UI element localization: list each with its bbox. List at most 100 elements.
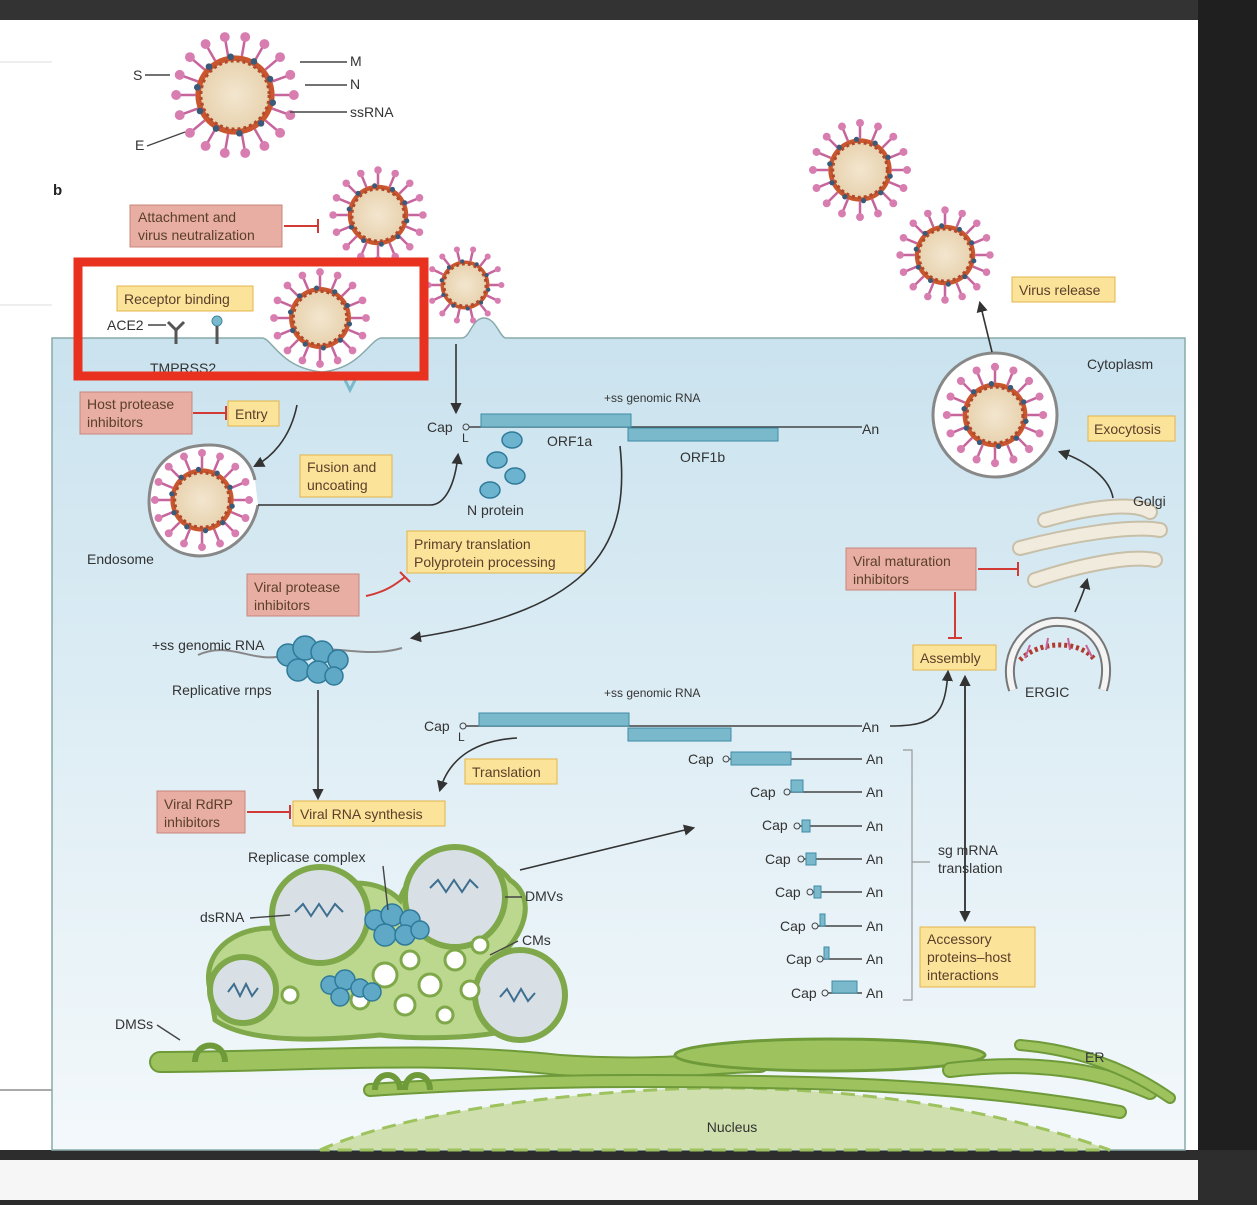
cms-leader bbox=[489, 940, 519, 956]
top-bar bbox=[0, 0, 1257, 20]
er-label: ER bbox=[1085, 1049, 1104, 1065]
box-host-protease: Host protease inhibitors bbox=[79, 391, 193, 435]
box-maturation: Viral maturation inhibitors bbox=[845, 547, 977, 591]
svg-text:Cap: Cap bbox=[780, 918, 806, 934]
svg-text:An: An bbox=[866, 818, 883, 834]
svg-text:Cap: Cap bbox=[775, 884, 801, 900]
svg-text:proteins–host: proteins–host bbox=[927, 949, 1011, 965]
dsrna-leader bbox=[249, 914, 291, 919]
svg-text:Cap: Cap bbox=[427, 419, 453, 435]
genomic-rna-label-mid: +ss genomic RNA bbox=[604, 686, 700, 700]
box-exocytosis: Exocytosis bbox=[1087, 415, 1176, 442]
svg-text:Cap: Cap bbox=[750, 784, 776, 800]
replicative-rnps-label: Replicative rnps bbox=[172, 682, 272, 698]
svg-text:Cap: Cap bbox=[786, 951, 812, 967]
highlight-box bbox=[73, 257, 429, 381]
svg-text:interactions: interactions bbox=[927, 967, 999, 983]
box-accessory: Accessory proteins–host interactions bbox=[919, 926, 1036, 988]
svg-text:L: L bbox=[462, 431, 469, 445]
replicase-complex-label: Replicase complex bbox=[248, 849, 366, 865]
virion-released-2 bbox=[896, 206, 994, 304]
virion-structure bbox=[171, 32, 299, 158]
virion-label-n: N bbox=[350, 76, 360, 92]
svg-text:inhibitors: inhibitors bbox=[254, 597, 310, 613]
box-rna-synthesis: Viral RNA synthesis bbox=[292, 800, 446, 827]
svg-text:Exocytosis: Exocytosis bbox=[1094, 421, 1161, 437]
svg-text:Virus release: Virus release bbox=[1019, 282, 1101, 298]
box-primary-translation: Primary translation Polyprotein processi… bbox=[406, 530, 586, 574]
svg-text:An: An bbox=[866, 884, 883, 900]
svg-text:inhibitors: inhibitors bbox=[87, 414, 143, 430]
svg-text:Cap: Cap bbox=[424, 718, 450, 734]
golgi-apparatus bbox=[1012, 498, 1168, 588]
box-rdrp: Viral RdRP inhibitors bbox=[156, 790, 246, 834]
svg-text:An: An bbox=[866, 918, 883, 934]
dmss-label: DMSs bbox=[115, 1016, 153, 1032]
virion-label-ssrna: ssRNA bbox=[350, 104, 394, 120]
svg-text:Cap: Cap bbox=[791, 985, 817, 1001]
virion-endosome bbox=[150, 448, 254, 552]
box-fusion: Fusion and uncoating bbox=[299, 454, 393, 498]
n-protein-label: N protein bbox=[467, 502, 524, 518]
svg-text:L: L bbox=[458, 730, 465, 744]
svg-text:Viral maturation: Viral maturation bbox=[853, 553, 951, 569]
box-receptor-binding: Receptor binding bbox=[116, 285, 254, 312]
svg-text:An: An bbox=[866, 985, 883, 1001]
virion-label-e: E bbox=[135, 137, 144, 153]
genomic-rna-label-rnps: +ss genomic RNA bbox=[152, 637, 265, 653]
ergic-label: ERGIC bbox=[1025, 684, 1069, 700]
box-translation: Translation bbox=[464, 758, 558, 785]
svg-text:Receptor binding: Receptor binding bbox=[124, 291, 230, 307]
svg-text:uncoating: uncoating bbox=[307, 477, 368, 493]
genomic-rna-top: Cap L An +ss genomic RNA ORF1a ORF1b bbox=[427, 391, 879, 465]
box-virus-release: Virus release bbox=[1011, 276, 1116, 303]
orf1b-label: ORF1b bbox=[680, 449, 725, 465]
svg-text:An: An bbox=[862, 421, 879, 437]
panel-letter: b bbox=[53, 182, 62, 199]
svg-text:An: An bbox=[866, 951, 883, 967]
svg-text:Accessory: Accessory bbox=[927, 931, 992, 947]
virion-released-1 bbox=[808, 118, 912, 222]
ergic-compartment bbox=[1004, 616, 1112, 692]
orf1a-label: ORF1a bbox=[547, 433, 592, 449]
svg-text:An: An bbox=[866, 751, 883, 767]
svg-text:Cap: Cap bbox=[688, 751, 714, 767]
sg-mrna-ladder: Cap An Cap An Cap An Cap An Cap An Cap A… bbox=[688, 749, 930, 1001]
svg-text:inhibitors: inhibitors bbox=[853, 571, 909, 587]
box-entry: Entry bbox=[227, 400, 280, 427]
svg-text:Polyprotein processing: Polyprotein processing bbox=[414, 554, 556, 570]
next-slide-strip bbox=[0, 1160, 1198, 1200]
dsrna-label: dsRNA bbox=[200, 909, 245, 925]
svg-text:Host protease: Host protease bbox=[87, 396, 174, 412]
box-assembly: Assembly bbox=[912, 644, 997, 671]
genomic-rna-mid: Cap L An +ss genomic RNA bbox=[424, 686, 879, 744]
right-dark-edge bbox=[1198, 0, 1257, 1200]
virion-group bbox=[150, 32, 1048, 552]
nucleus-label: Nucleus bbox=[707, 1119, 758, 1135]
genomic-rna-label-top: +ss genomic RNA bbox=[604, 391, 700, 405]
svg-text:Translation: Translation bbox=[472, 764, 541, 780]
pathway-arrows bbox=[253, 300, 1114, 923]
svg-text:Primary translation: Primary translation bbox=[414, 536, 531, 552]
svg-text:Cap: Cap bbox=[762, 817, 788, 833]
replicative-rnps-blob bbox=[276, 635, 349, 686]
inhibition-markers bbox=[193, 219, 1019, 819]
box-attachment: Attachment and virus neutralization bbox=[129, 204, 283, 248]
tmprss2-protease-icon bbox=[343, 379, 357, 394]
svg-text:virus neutralization: virus neutralization bbox=[138, 227, 255, 243]
svg-text:Cap: Cap bbox=[765, 851, 791, 867]
svg-text:Assembly: Assembly bbox=[920, 650, 981, 666]
svg-text:An: An bbox=[866, 784, 883, 800]
endosome-label: Endosome bbox=[87, 551, 154, 567]
dmvs-label: DMVs bbox=[525, 888, 563, 904]
leader-e bbox=[146, 131, 186, 147]
svg-text:Fusion and: Fusion and bbox=[307, 459, 376, 475]
virion-attaching bbox=[329, 166, 427, 264]
ace2-receptor bbox=[148, 315, 223, 344]
sg-mrna-label-2: translation bbox=[938, 860, 1003, 876]
virion-exocytosis bbox=[942, 362, 1048, 468]
cytoplasm-label: Cytoplasm bbox=[1087, 356, 1153, 372]
virion-receptor-bound bbox=[270, 268, 370, 368]
